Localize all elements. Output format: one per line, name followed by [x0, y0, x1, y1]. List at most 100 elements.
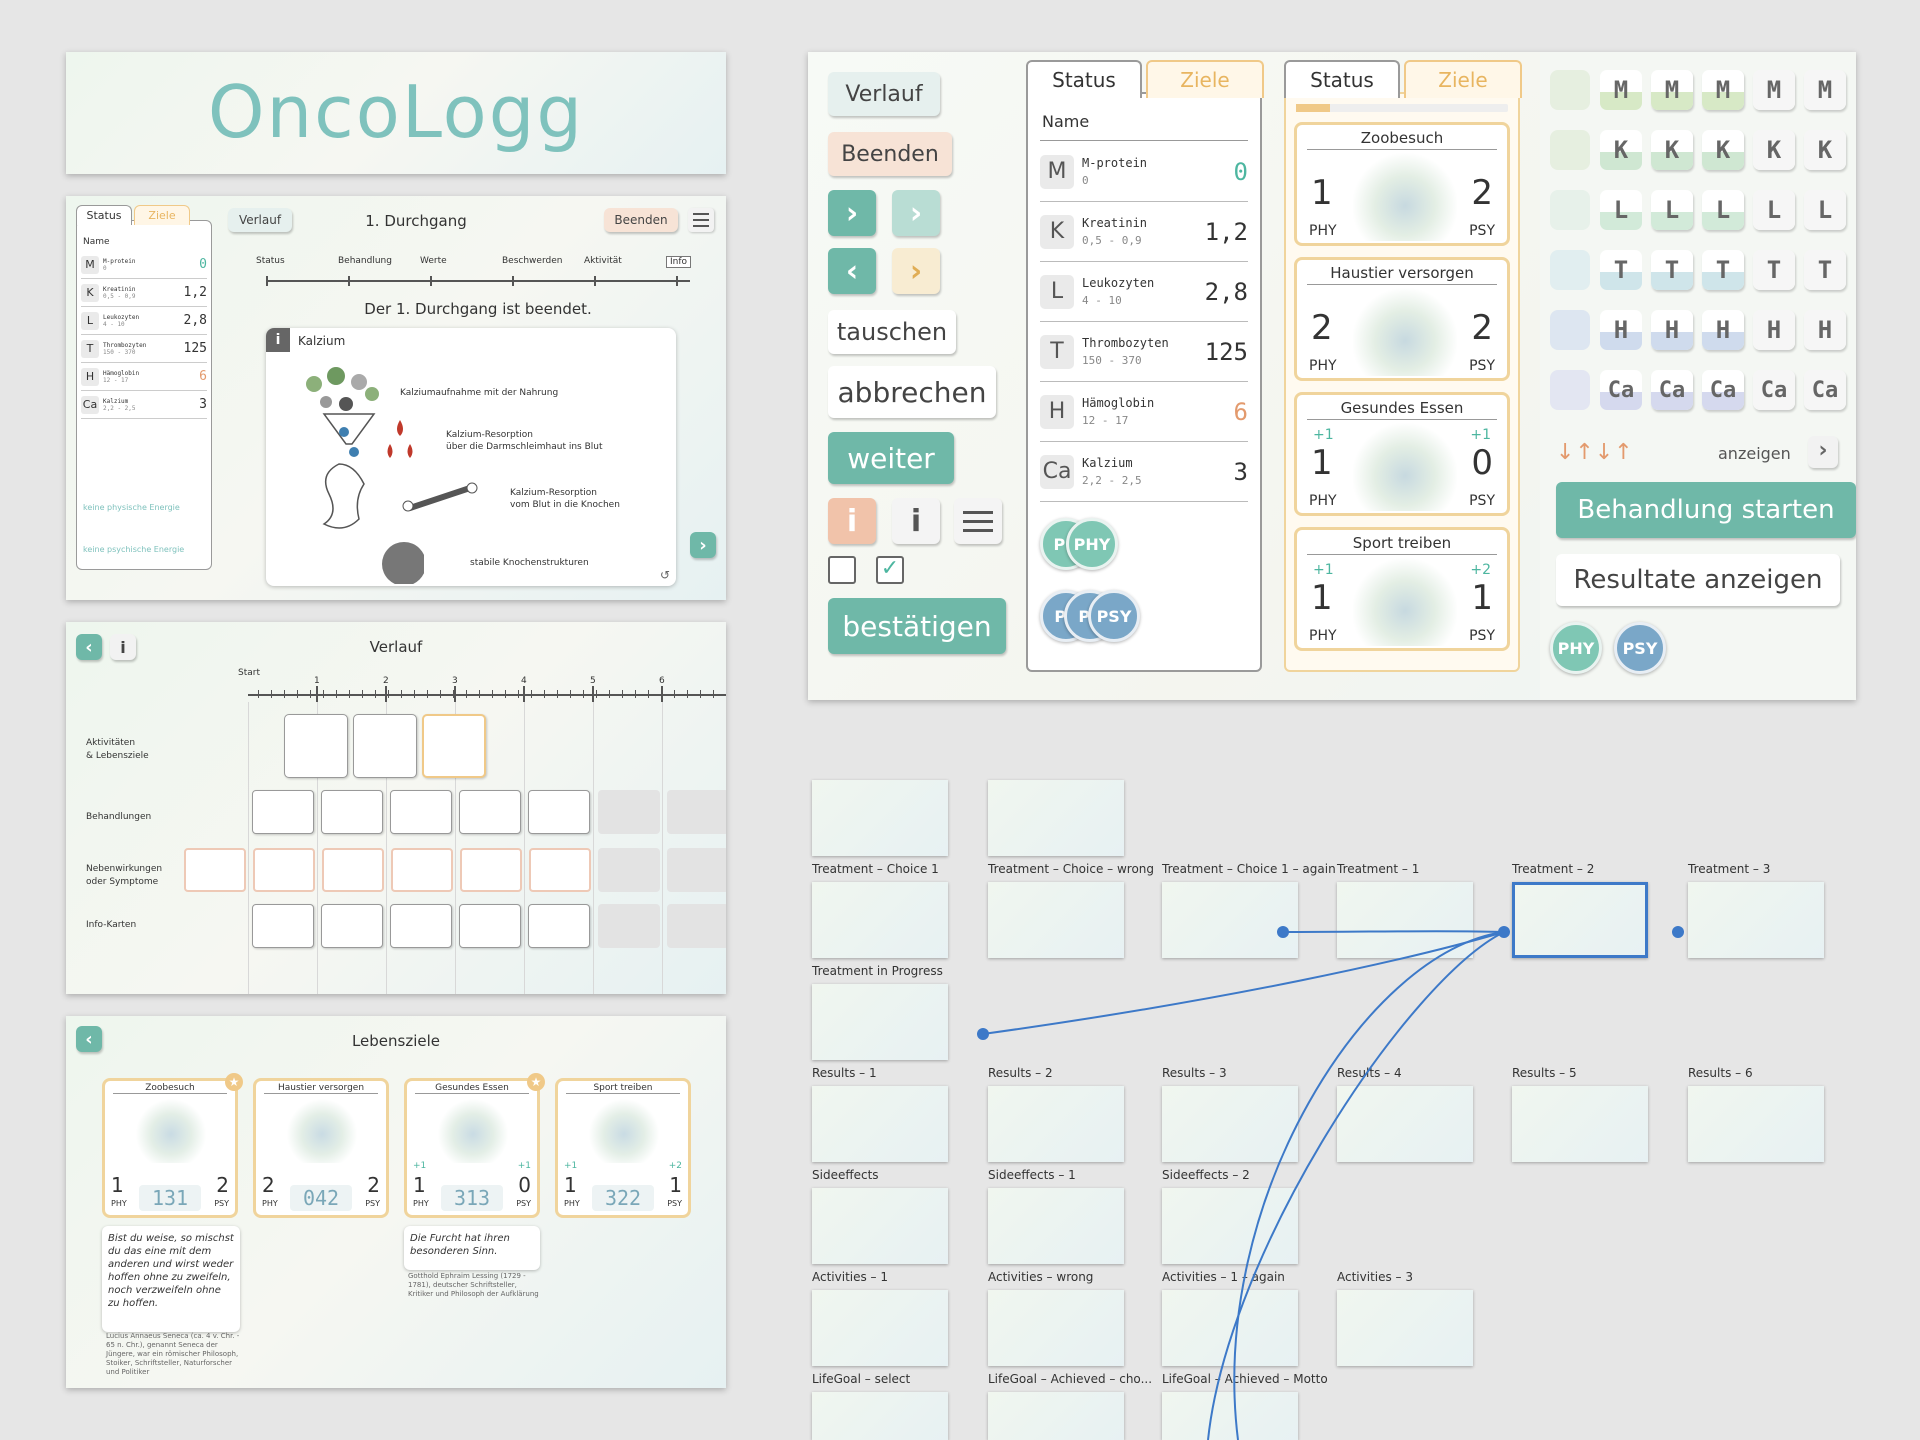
symptom-card[interactable]: [184, 848, 246, 892]
grid-badge[interactable]: L: [1702, 190, 1744, 230]
treatment-card[interactable]: [390, 790, 452, 834]
weiter-button[interactable]: weiter: [828, 432, 954, 484]
info-button-orange[interactable]: i: [828, 498, 876, 544]
resultate-anzeigen-button[interactable]: Resultate anzeigen: [1556, 554, 1840, 606]
flow-screen-thumbnail[interactable]: [1337, 1290, 1473, 1366]
menu-icon[interactable]: [688, 208, 714, 232]
tab-ziele[interactable]: Ziele: [134, 205, 190, 225]
tab-status[interactable]: Status: [1284, 60, 1400, 98]
info-card-thumb[interactable]: [459, 904, 521, 948]
step-label[interactable]: Status: [256, 256, 285, 266]
flow-screen-thumbnail[interactable]: [1688, 1086, 1824, 1162]
grid-badge[interactable]: K: [1804, 130, 1846, 170]
activity-card[interactable]: [353, 714, 417, 778]
behandlung-starten-button[interactable]: Behandlung starten: [1556, 482, 1856, 538]
tab-status[interactable]: Status: [76, 205, 132, 225]
checkbox-unchecked[interactable]: [828, 556, 856, 584]
grid-badge[interactable]: M: [1804, 70, 1846, 110]
grid-badge[interactable]: L: [1804, 190, 1846, 230]
back-button[interactable]: ‹: [76, 634, 102, 660]
info-card-thumb[interactable]: [528, 904, 590, 948]
flow-screen-thumbnail[interactable]: [1162, 1392, 1298, 1440]
grid-badge[interactable]: Ca: [1753, 370, 1795, 410]
tauschen-button[interactable]: tauschen: [828, 310, 956, 354]
flow-screen-thumbnail[interactable]: [1512, 882, 1648, 958]
flow-screen-thumbnail[interactable]: [1337, 1086, 1473, 1162]
activity-card[interactable]: [284, 714, 348, 778]
grid-badge[interactable]: K: [1600, 130, 1642, 170]
flow-screen-thumbnail[interactable]: [1337, 882, 1473, 958]
step-label[interactable]: Werte: [420, 256, 447, 266]
grid-badge[interactable]: T: [1753, 250, 1795, 290]
activity-card[interactable]: [422, 714, 486, 778]
flow-screen-thumbnail[interactable]: [812, 1086, 948, 1162]
flow-screen-thumbnail[interactable]: [812, 1392, 948, 1440]
grid-badge[interactable]: T: [1702, 250, 1744, 290]
next-arrow-button[interactable]: ›: [690, 532, 716, 558]
grid-badge[interactable]: H: [1702, 310, 1744, 350]
grid-badge[interactable]: T: [1804, 250, 1846, 290]
flow-screen-thumbnail[interactable]: [988, 882, 1124, 958]
grid-badge[interactable]: Ca: [1651, 370, 1693, 410]
flow-screen-thumbnail[interactable]: [1162, 1290, 1298, 1366]
forward-arrow-button-yellow[interactable]: ›: [892, 248, 940, 294]
treatment-card[interactable]: [528, 790, 590, 834]
back-button[interactable]: ‹: [76, 1026, 102, 1052]
flow-screen-thumbnail[interactable]: [812, 882, 948, 958]
flow-screen-thumbnail[interactable]: [812, 984, 948, 1060]
info-button-white[interactable]: i: [892, 498, 940, 544]
flow-screen-thumbnail[interactable]: [812, 780, 948, 856]
tab-ziele[interactable]: Ziele: [1404, 60, 1522, 98]
grid-badge[interactable]: M: [1702, 70, 1744, 110]
flow-screen-thumbnail[interactable]: [988, 1392, 1124, 1440]
flow-screen-thumbnail[interactable]: [1512, 1086, 1648, 1162]
grid-badge[interactable]: T: [1600, 250, 1642, 290]
grid-badge[interactable]: T: [1651, 250, 1693, 290]
symptom-card[interactable]: [253, 848, 315, 892]
flow-screen-thumbnail[interactable]: [1162, 1086, 1298, 1162]
grid-badge[interactable]: H: [1753, 310, 1795, 350]
grid-badge[interactable]: K: [1702, 130, 1744, 170]
tab-status[interactable]: Status: [1026, 60, 1142, 98]
flow-screen-thumbnail[interactable]: [1162, 882, 1298, 958]
treatment-card[interactable]: [321, 790, 383, 834]
grid-badge[interactable]: H: [1651, 310, 1693, 350]
chevron-right-icon[interactable]: ›: [1808, 436, 1838, 468]
beenden-button[interactable]: Beenden: [604, 208, 678, 232]
step-label[interactable]: Behandlung: [338, 256, 392, 266]
grid-badge[interactable]: H: [1600, 310, 1642, 350]
symptom-card[interactable]: [391, 848, 453, 892]
grid-badge[interactable]: K: [1753, 130, 1795, 170]
tab-ziele[interactable]: Ziele: [1146, 60, 1264, 98]
flow-screen-thumbnail[interactable]: [988, 1086, 1124, 1162]
info-card-thumb[interactable]: [252, 904, 314, 948]
verlauf-button[interactable]: Verlauf: [228, 208, 292, 232]
step-label[interactable]: Beschwerden: [502, 256, 563, 266]
treatment-card[interactable]: [252, 790, 314, 834]
grid-badge[interactable]: L: [1651, 190, 1693, 230]
grid-badge[interactable]: Ca: [1702, 370, 1744, 410]
flow-screen-thumbnail[interactable]: [988, 1188, 1124, 1264]
beenden-button[interactable]: Beenden: [828, 132, 952, 176]
symptom-card[interactable]: [529, 848, 591, 892]
abbrechen-button[interactable]: abbrechen: [828, 366, 996, 418]
grid-badge[interactable]: L: [1600, 190, 1642, 230]
treatment-card[interactable]: [459, 790, 521, 834]
flow-screen-thumbnail[interactable]: [988, 780, 1124, 856]
step-label[interactable]: Info: [666, 256, 692, 268]
forward-arrow-button-teal[interactable]: ›: [828, 190, 876, 236]
forward-arrow-button-light[interactable]: ›: [892, 190, 940, 236]
symptom-card[interactable]: [322, 848, 384, 892]
flow-screen-thumbnail[interactable]: [812, 1290, 948, 1366]
grid-badge[interactable]: Ca: [1600, 370, 1642, 410]
grid-badge[interactable]: L: [1753, 190, 1795, 230]
grid-badge[interactable]: M: [1753, 70, 1795, 110]
grid-badge[interactable]: M: [1651, 70, 1693, 110]
flow-screen-thumbnail[interactable]: [1688, 882, 1824, 958]
grid-badge[interactable]: H: [1804, 310, 1846, 350]
